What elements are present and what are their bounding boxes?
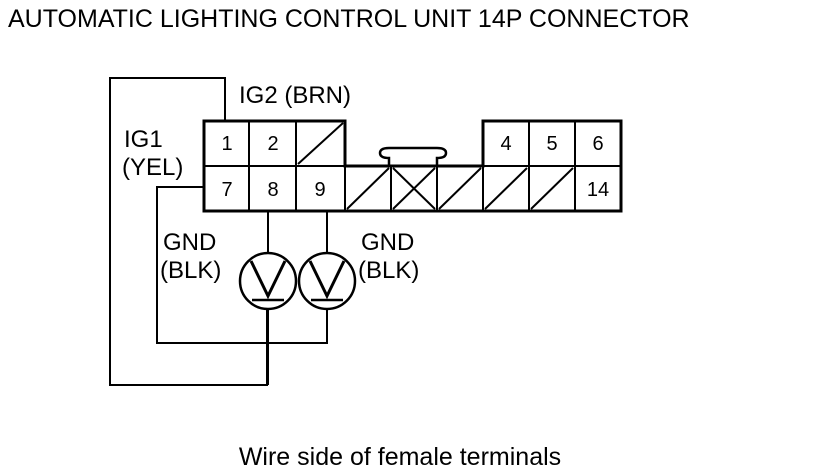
pin-2: 2: [267, 133, 278, 155]
pin-1: 1: [221, 133, 232, 155]
gnd-left-color-label: (BLK): [160, 257, 221, 284]
gnd-left-label: GND: [163, 229, 216, 256]
ig1-color-label: (YEL): [122, 154, 183, 181]
pin-5: 5: [546, 133, 557, 155]
gnd-right-color-label: (BLK): [358, 257, 419, 284]
ig2-label: IG2 (BRN): [239, 82, 351, 109]
ig1-label: IG1: [124, 126, 163, 153]
voltmeter-icon: [238, 251, 298, 311]
voltmeter-icon: [297, 251, 357, 311]
pin-4: 4: [500, 133, 511, 155]
pin-6: 6: [592, 133, 603, 155]
wiring: [109, 77, 328, 386]
pin-14: 14: [587, 179, 609, 201]
pin-8: 8: [267, 179, 278, 201]
pin-7: 7: [221, 179, 232, 201]
pin-9: 9: [314, 179, 325, 201]
connector-lock-tab: [378, 146, 448, 166]
diagram-title: AUTOMATIC LIGHTING CONTROL UNIT 14P CONN…: [8, 5, 690, 33]
connector-14p: [202, 119, 623, 213]
pin-numbers: 1 2 4 5 6 7 8 9 14: [221, 133, 609, 201]
diagram-caption: Wire side of female terminals: [239, 443, 561, 471]
gnd-right-label: GND: [361, 229, 414, 256]
